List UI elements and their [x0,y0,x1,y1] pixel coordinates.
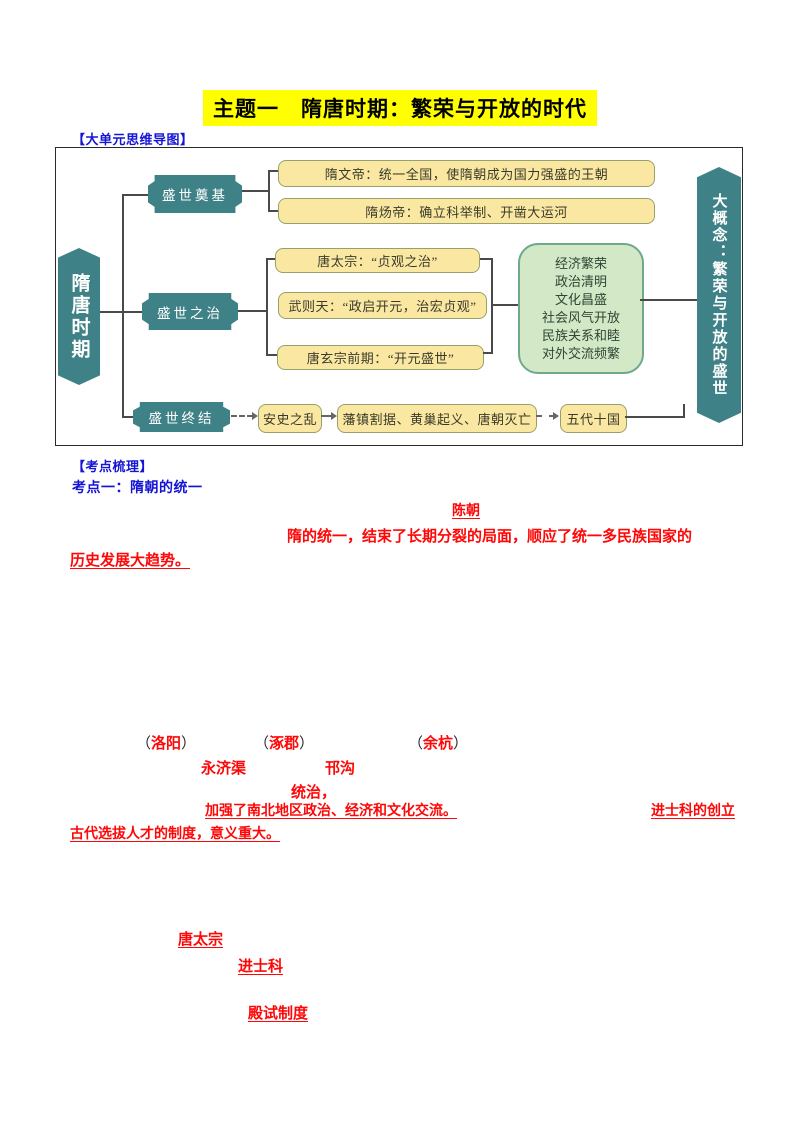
review-section-label: 【考点梳理】 [72,459,154,474]
answer-text: 陈朝 [452,504,480,519]
stage-foundation: 盛世奠基 [148,175,242,213]
connector-line [122,311,142,313]
connector-line [625,416,685,418]
node-tang-taizong: 唐太宗：“贞观之治” [275,248,480,273]
dashed-arrow [536,415,555,417]
connector-line [122,194,124,418]
connector-line [493,304,518,306]
era-banner: 隋唐时期 [58,248,100,385]
connector-line [480,258,491,260]
node-fanzhen-collapse: 藩镇割据、黄巢起义、唐朝灭亡 [337,404,537,433]
answer-text: 隋的统一，结束了长期分裂的局面，顺应了统一多民族国家的 [287,529,693,545]
connector-line [266,258,275,260]
answer-text: （余杭） [408,736,469,752]
page-title: 主题一 隋唐时期：繁荣与开放的时代 [203,90,597,126]
connector-bracket [268,170,270,212]
answer-text: 唐太宗 [178,932,224,948]
answer-text: 进士科的创立 [651,804,735,819]
connector-line [483,352,491,354]
connector-line [242,190,268,192]
node-tang-xuanzong: 唐玄宗前期：“开元盛世” [277,345,484,370]
dashed-arrow [321,415,333,417]
mindmap-section-label: 【大单元思维导图】 [72,132,194,147]
answer-text: 统治， [291,785,337,801]
answer-text: 永济渠 [201,761,247,777]
answer-text: （洛阳） [136,736,197,752]
node-wu-zetian: 武则天：“政启开元，治宏贞观” [278,292,487,319]
answer-text: 加强了南北地区政治、经济和文化交流。 [205,804,457,819]
connector-line [268,170,278,172]
big-concept-banner: 大概念：繁荣与开放的盛世 [697,167,741,423]
stage-end: 盛世终结 [133,402,230,432]
answer-text: （涿郡） [254,736,315,752]
dashed-arrow [231,415,253,417]
connector-line [122,194,148,196]
connector-bracket [491,258,493,354]
node-five-dynasties: 五代十国 [560,404,627,433]
connector-line [266,354,277,356]
connector-bracket [266,258,268,356]
answer-text: 历史发展大趋势。 [70,553,191,569]
answer-text: 古代选拔人才的制度，意义重大。 [70,827,280,842]
arrowhead-icon [252,412,258,420]
connector-line [683,404,685,418]
node-sui-yangdi: 隋炀帝：确立科举制、开凿大运河 [278,198,655,224]
arrowhead-icon [553,412,559,420]
connector-line [122,416,133,418]
connector-line [640,299,697,301]
topic1-label: 考点一：隋朝的统一 [72,479,203,495]
answer-text: 邗沟 [325,761,356,777]
answer-text: 殿试制度 [248,1006,309,1022]
stage-governance: 盛世之治 [142,293,238,330]
answer-text: 进士科 [238,959,284,975]
connector-line [100,311,122,313]
connector-line [268,210,278,212]
arrowhead-icon [331,412,337,420]
node-anshi-rebellion: 安史之乱 [258,404,322,433]
node-sui-wendi: 隋文帝：统一全国，使隋朝成为国力强盛的王朝 [278,160,655,187]
page-title-row: 主题一 隋唐时期：繁荣与开放的时代 [0,90,800,126]
connector-line [238,310,266,312]
node-prosperity-summary: 经济繁荣 政治清明 文化昌盛 社会风气开放 民族关系和睦 对外交流频繁 [518,243,644,374]
